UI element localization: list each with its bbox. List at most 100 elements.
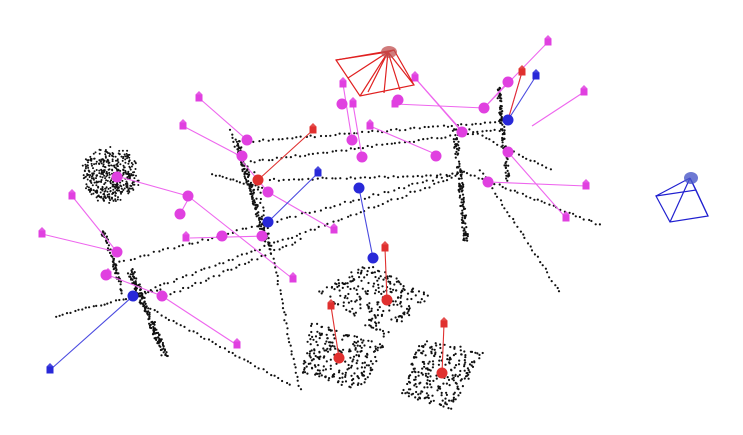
cube-landmark-icon[interactable] — [330, 223, 338, 234]
point — [309, 356, 312, 359]
sphere-node-icon[interactable] — [262, 186, 274, 198]
point — [128, 174, 131, 177]
point — [106, 302, 109, 305]
point — [143, 296, 146, 299]
cube-landmark-icon[interactable] — [582, 179, 590, 190]
point — [374, 347, 377, 350]
cube-landmark-icon[interactable] — [38, 227, 46, 238]
cube-landmark-icon[interactable] — [349, 97, 357, 108]
cube-landmark-icon[interactable] — [327, 299, 335, 310]
cube-landmark-icon[interactable] — [46, 363, 54, 374]
sphere-node-icon[interactable] — [502, 76, 514, 88]
point — [147, 307, 150, 310]
sphere-node-icon[interactable] — [381, 294, 393, 306]
point — [303, 371, 307, 374]
cube-landmark-icon[interactable] — [411, 71, 419, 82]
point — [458, 182, 461, 185]
sphere-node-icon[interactable] — [241, 134, 253, 146]
point — [503, 137, 506, 140]
point — [513, 221, 516, 224]
sphere-node-icon[interactable] — [478, 102, 490, 114]
point — [147, 310, 150, 313]
point — [181, 276, 184, 279]
point — [257, 225, 260, 228]
sphere-node-icon[interactable] — [502, 114, 514, 126]
point — [318, 337, 321, 340]
cube-landmark-icon[interactable] — [440, 317, 448, 328]
point — [304, 230, 307, 234]
point — [236, 142, 239, 145]
sphere-node-icon[interactable] — [182, 190, 194, 202]
sphere-node-icon[interactable] — [353, 182, 365, 194]
sphere-node-icon[interactable] — [156, 290, 168, 302]
cube-landmark-icon[interactable] — [562, 211, 570, 222]
sphere-node-icon[interactable] — [236, 150, 248, 162]
point — [335, 362, 338, 365]
sphere-node-icon[interactable] — [502, 146, 514, 158]
sphere-node-icon[interactable] — [216, 230, 228, 242]
cube-landmark-icon[interactable] — [182, 231, 190, 242]
sphere-node-icon[interactable] — [127, 290, 139, 302]
point — [227, 350, 230, 353]
point — [117, 196, 119, 199]
point — [377, 193, 380, 196]
point — [470, 361, 474, 364]
sphere-node-icon[interactable] — [111, 246, 123, 258]
sphere-node-icon[interactable] — [346, 134, 358, 146]
sphere-node-icon[interactable] — [336, 98, 348, 110]
point — [462, 205, 465, 208]
camera-frustum-icon-blue[interactable] — [655, 172, 709, 223]
sphere-node-icon[interactable] — [367, 252, 379, 264]
cube-landmark-icon[interactable] — [233, 338, 241, 349]
cube-landmark-icon[interactable] — [544, 35, 552, 46]
sphere-node-icon[interactable] — [430, 150, 442, 162]
cube-landmark-icon[interactable] — [309, 123, 317, 134]
point — [491, 187, 494, 190]
cube-landmark-icon[interactable] — [366, 119, 374, 130]
sphere-node-icon[interactable] — [456, 126, 468, 138]
sphere-node-icon[interactable] — [252, 174, 264, 186]
sphere-node-icon[interactable] — [256, 230, 268, 242]
sphere-node-icon[interactable] — [111, 171, 123, 183]
point — [440, 391, 443, 394]
point — [422, 360, 425, 364]
cube-landmark-icon[interactable] — [518, 65, 526, 76]
cube-landmark-icon[interactable] — [391, 97, 399, 108]
cube-landmark-icon[interactable] — [289, 272, 297, 283]
point — [99, 175, 102, 178]
sphere-node-icon[interactable] — [356, 151, 368, 163]
sphere-node-icon[interactable] — [262, 216, 274, 228]
point — [86, 159, 89, 162]
cube-landmark-icon[interactable] — [104, 268, 112, 279]
cube-landmark-icon[interactable] — [381, 241, 389, 252]
sphere-node-icon[interactable] — [174, 208, 186, 220]
cube-landmark-icon[interactable] — [532, 69, 540, 80]
point — [452, 354, 455, 357]
cube-landmark-icon[interactable] — [179, 119, 187, 130]
point — [436, 174, 439, 177]
cube-landmark-icon[interactable] — [580, 85, 588, 96]
point — [554, 284, 557, 287]
point — [367, 305, 370, 308]
point — [473, 360, 476, 363]
camera-frustum-icon-red[interactable] — [334, 46, 415, 97]
point — [332, 220, 335, 223]
cube-landmark-icon[interactable] — [195, 91, 203, 102]
point — [402, 312, 405, 315]
sphere-node-icon[interactable] — [436, 367, 448, 379]
point — [453, 347, 456, 350]
point — [463, 207, 467, 210]
point — [126, 173, 129, 176]
point — [460, 185, 463, 188]
cube-landmark-icon[interactable] — [339, 77, 347, 88]
cube-landmark-icon[interactable] — [68, 189, 76, 200]
sphere-node-icon[interactable] — [333, 352, 345, 364]
sphere-node-icon[interactable] — [482, 176, 494, 188]
point — [166, 247, 169, 250]
cube-landmark-icon[interactable] — [314, 166, 322, 177]
point — [343, 296, 346, 299]
point — [457, 149, 460, 152]
point — [218, 174, 221, 177]
point — [126, 190, 129, 193]
point — [251, 202, 254, 205]
